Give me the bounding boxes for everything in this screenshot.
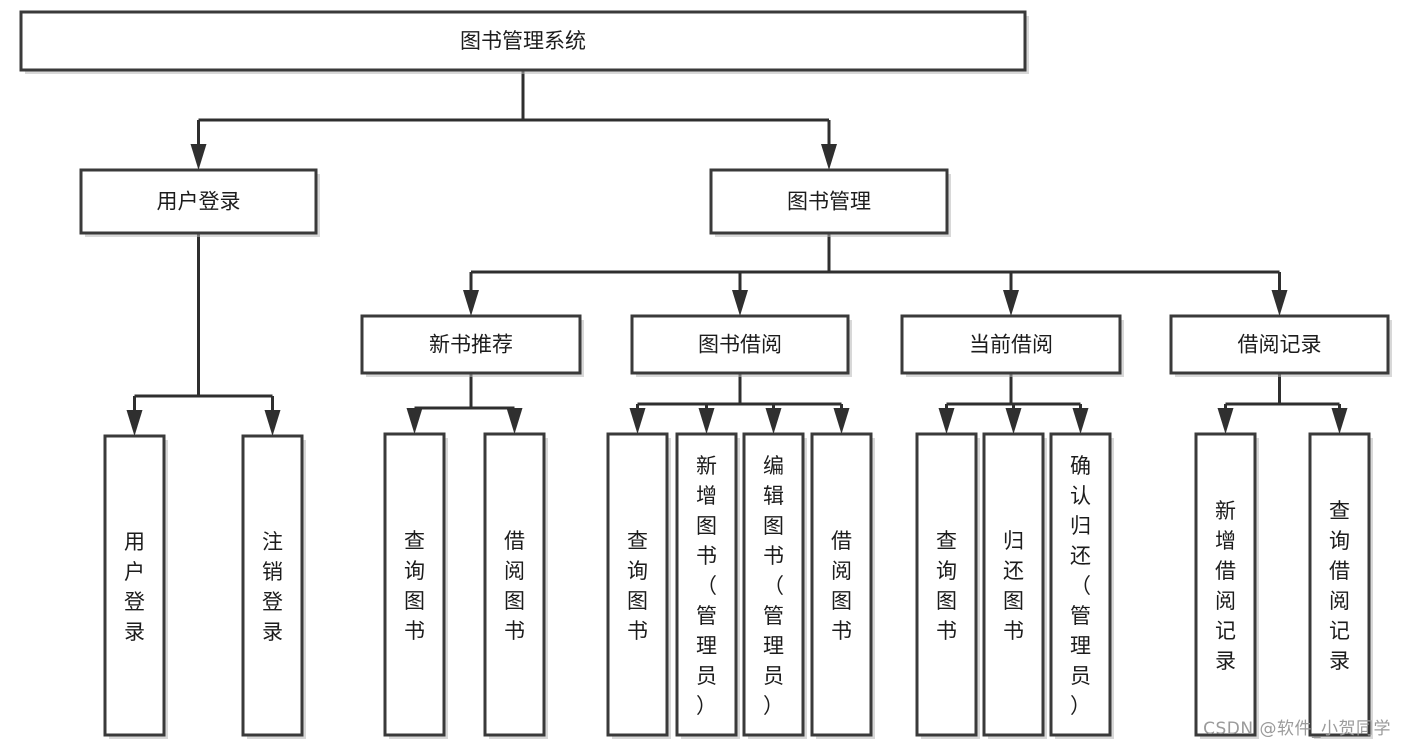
- arrow-head-icon: [1271, 290, 1288, 316]
- arrow-head-icon: [698, 408, 715, 434]
- arrow-head-icon: [1331, 408, 1348, 434]
- arrow-head-icon: [629, 408, 646, 434]
- arrow-head-icon: [821, 144, 837, 170]
- node-label: 借阅记录: [1238, 333, 1322, 357]
- node-layer: 图书管理系统用户登录图书管理新书推荐图书借阅当前借阅借阅记录用户登录注销登录查询…: [19, 10, 1392, 739]
- arrow-head-icon: [833, 408, 850, 434]
- connector-group-book-borrow: [629, 373, 850, 434]
- node-box: [483, 432, 546, 737]
- node-box: [103, 434, 166, 737]
- node-leaf-query-borrow-record[interactable]: 查询借阅记录: [1308, 432, 1373, 739]
- node-label: 当前借阅: [969, 333, 1053, 357]
- arrow-head-icon: [506, 408, 523, 434]
- arrow-head-icon: [406, 408, 423, 434]
- node-box: [1308, 432, 1371, 737]
- node-box: [360, 314, 582, 375]
- node-box: [630, 314, 850, 375]
- node-label: 查询图书: [627, 529, 648, 643]
- node-box: [79, 168, 318, 235]
- node-label: 图书管理系统: [460, 29, 586, 53]
- node-label: 用户登录: [124, 530, 145, 644]
- node-leaf-query-book-3[interactable]: 查询图书: [915, 432, 980, 739]
- arrow-head-icon: [1003, 290, 1019, 316]
- node-label: 图书管理: [787, 190, 871, 214]
- arrow-head-icon: [732, 290, 748, 316]
- node-leaf-user-login[interactable]: 用户登录: [103, 434, 168, 739]
- node-box: [1169, 314, 1390, 375]
- node-box: [982, 432, 1045, 737]
- node-root[interactable]: 图书管理系统: [19, 10, 1029, 74]
- arrow-head-icon: [463, 290, 479, 316]
- node-label: 编辑图书（管理员）: [763, 454, 784, 718]
- node-user-login[interactable]: 用户登录: [79, 168, 320, 237]
- node-box: [709, 168, 949, 235]
- connector-layer: [126, 70, 1348, 436]
- arrow-head-icon: [1217, 408, 1234, 434]
- node-leaf-edit-book[interactable]: 编辑图书（管理员）: [742, 432, 807, 739]
- node-label: 借阅图书: [504, 529, 525, 643]
- node-leaf-return-book[interactable]: 归还图书: [982, 432, 1047, 739]
- node-box: [241, 434, 304, 737]
- node-box: [19, 10, 1027, 72]
- node-leaf-confirm-return[interactable]: 确认归还（管理员）: [1049, 432, 1114, 739]
- node-leaf-query-book-2[interactable]: 查询图书: [606, 432, 671, 739]
- connector-group-book-manage: [463, 233, 1288, 316]
- node-label: 借阅图书: [831, 529, 852, 643]
- connector-group-current-borrow: [938, 373, 1089, 434]
- arrow-head-icon: [1005, 408, 1022, 434]
- node-current-borrow[interactable]: 当前借阅: [900, 314, 1124, 377]
- connector-group-borrow-record: [1217, 373, 1348, 434]
- node-label: 新增借阅记录: [1215, 499, 1236, 673]
- node-box: [915, 432, 978, 737]
- arrow-head-icon: [938, 408, 955, 434]
- node-label: 查询图书: [404, 529, 425, 643]
- node-label: 归还图书: [1003, 529, 1024, 643]
- node-box: [606, 432, 669, 737]
- arrow-head-icon: [264, 410, 281, 436]
- node-leaf-user-logout[interactable]: 注销登录: [241, 434, 306, 739]
- connector-group-new-book-recommend: [406, 373, 523, 434]
- node-box: [742, 432, 805, 737]
- node-leaf-borrow-book-2[interactable]: 借阅图书: [810, 432, 875, 739]
- node-box: [383, 432, 446, 737]
- node-label: 注销登录: [262, 530, 283, 644]
- node-box: [1049, 432, 1112, 737]
- node-box: [675, 432, 738, 737]
- node-box: [900, 314, 1122, 375]
- connector-group-user-login: [126, 233, 281, 436]
- node-new-book-recommend[interactable]: 新书推荐: [360, 314, 584, 377]
- arrow-head-icon: [1072, 408, 1089, 434]
- arrow-head-icon: [190, 144, 207, 170]
- node-leaf-add-book[interactable]: 新增图书（管理员）: [675, 432, 740, 739]
- arrow-head-icon: [126, 410, 143, 436]
- node-label: 查询借阅记录: [1329, 499, 1350, 673]
- connector-group-root: [190, 70, 837, 170]
- csdn-watermark: CSDN @软件_小贺同学: [1203, 719, 1391, 739]
- node-book-borrow[interactable]: 图书借阅: [630, 314, 852, 377]
- node-leaf-borrow-book-1[interactable]: 借阅图书: [483, 432, 548, 739]
- node-label: 新增图书（管理员）: [696, 454, 717, 718]
- node-book-manage[interactable]: 图书管理: [709, 168, 951, 237]
- node-borrow-record[interactable]: 借阅记录: [1169, 314, 1392, 377]
- node-label: 图书借阅: [698, 333, 782, 357]
- node-label: 查询图书: [936, 529, 957, 643]
- node-label: 用户登录: [157, 190, 241, 214]
- node-label: 新书推荐: [429, 333, 513, 357]
- node-label: 确认归还（管理员）: [1070, 454, 1091, 718]
- node-leaf-add-borrow-record[interactable]: 新增借阅记录: [1194, 432, 1259, 739]
- arrow-head-icon: [765, 408, 782, 434]
- node-leaf-query-book-1[interactable]: 查询图书: [383, 432, 448, 739]
- node-box: [810, 432, 873, 737]
- node-box: [1194, 432, 1257, 737]
